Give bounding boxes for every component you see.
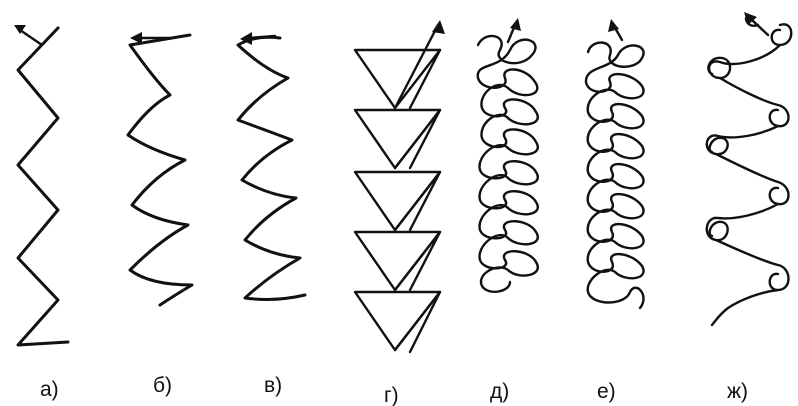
panel-zh: ж): [707, 12, 791, 403]
panel-label-b: б): [153, 374, 172, 397]
triangle-row-2: [355, 110, 440, 168]
panel-e: е): [586, 19, 644, 403]
panel-label-g: г): [384, 384, 399, 406]
zigzag-path: [18, 28, 68, 345]
triangle-row-4: [355, 232, 440, 290]
panel-label-a: а): [40, 378, 59, 401]
panel-v: в): [238, 32, 305, 397]
panel-g: г): [355, 20, 445, 406]
panel-label-d: д): [490, 380, 509, 403]
triangle-row-3: [355, 172, 440, 230]
hooked-zigzag-path: [238, 37, 305, 299]
panel-label-zh: ж): [727, 380, 748, 403]
panel-label-v: в): [264, 374, 282, 397]
triangle-row-5: [355, 292, 440, 350]
arrow-icon: [130, 32, 142, 44]
figure-eight-loops-dense-path: [586, 43, 644, 308]
panel-label-e: е): [597, 380, 616, 403]
alternating-loops-path: [707, 24, 791, 325]
arrow-icon: [510, 18, 521, 31]
arrow-shaft: [20, 30, 42, 45]
panel-b: б): [128, 32, 192, 397]
arrow-icon: [432, 20, 445, 34]
panel-d: д): [478, 18, 538, 403]
panel-a: а): [14, 25, 68, 401]
figure-eight-loops-path: [478, 36, 538, 292]
arrow-shaft: [752, 20, 768, 35]
triangle-row-1: [355, 50, 440, 108]
diagonal-threads: [395, 25, 440, 352]
curved-zigzag-path: [128, 35, 192, 305]
